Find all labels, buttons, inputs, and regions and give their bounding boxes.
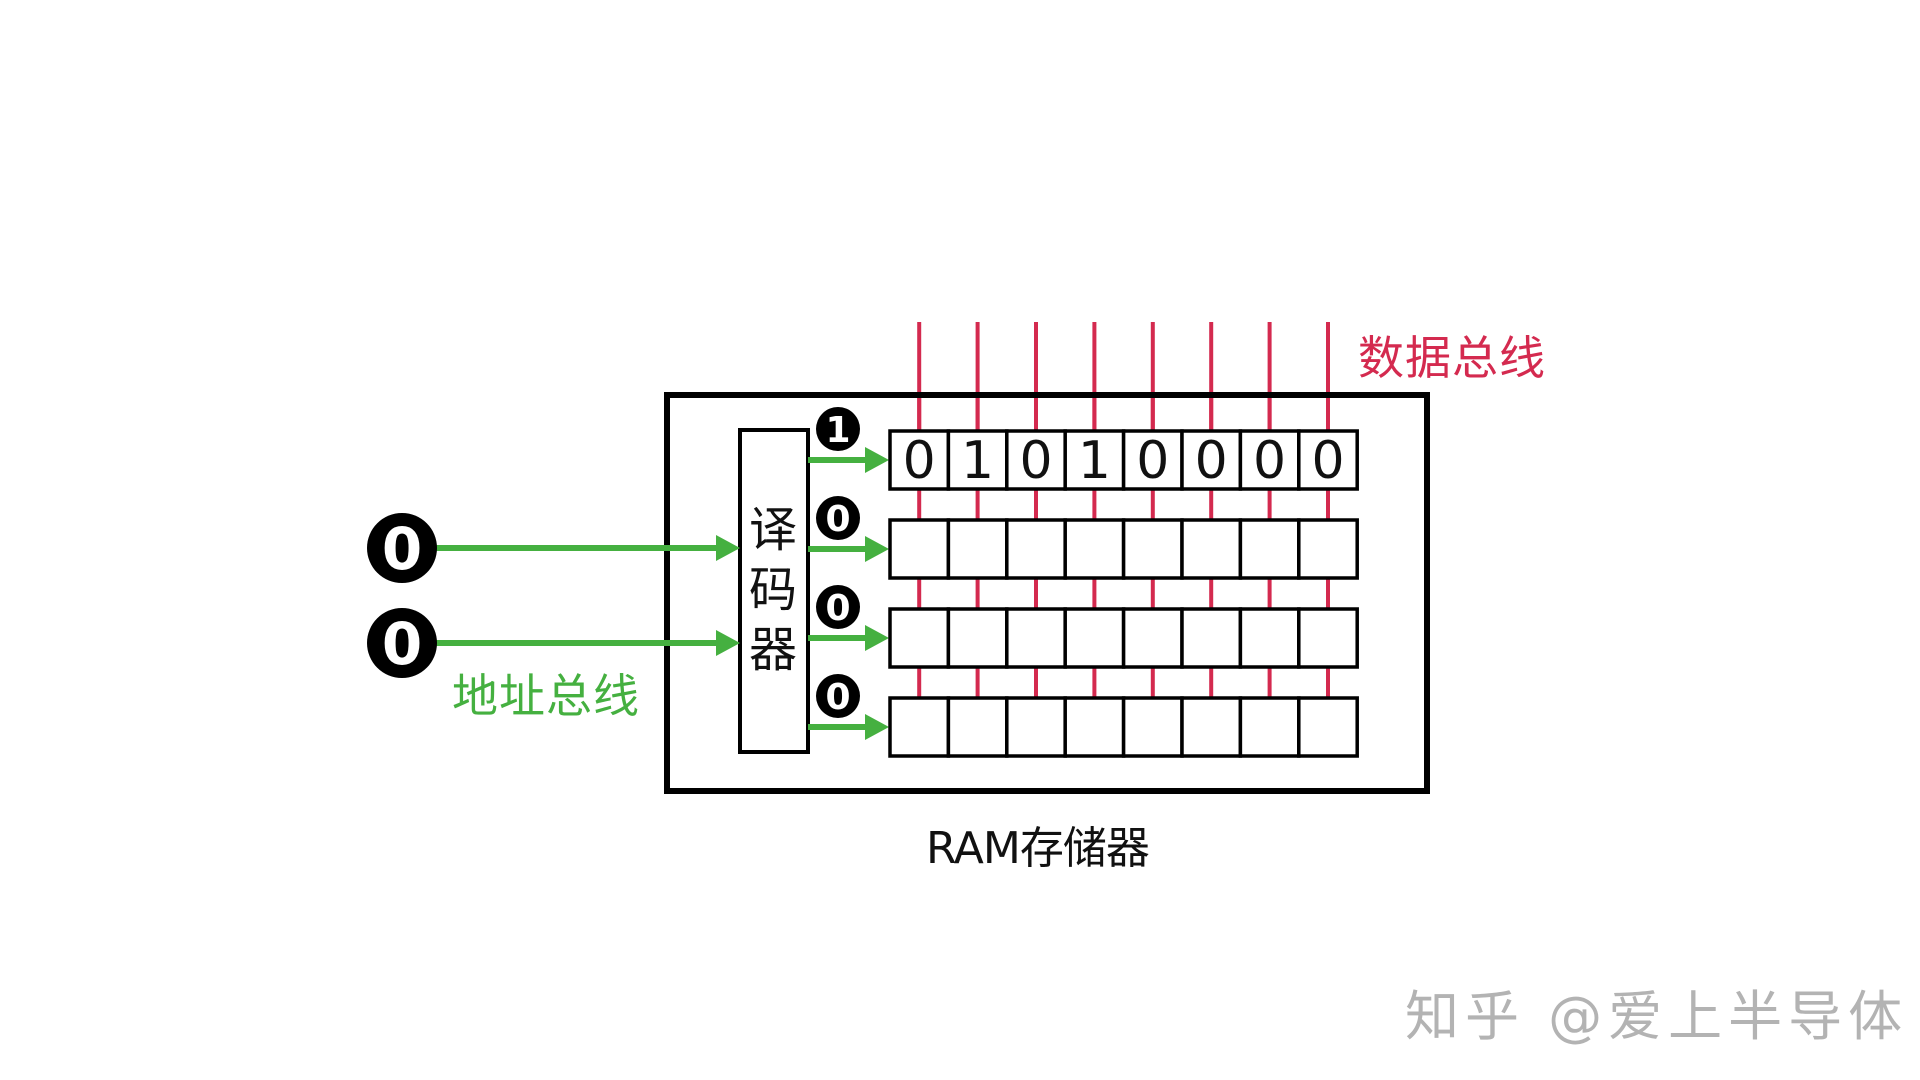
memory-cell: [1005, 696, 1067, 758]
address-bit-circle: [367, 513, 437, 583]
memory-cell: [1297, 696, 1359, 758]
memory-cell: [1005, 607, 1067, 669]
decoder-output-arrow-head: [865, 447, 889, 473]
memory-cell: [946, 429, 1009, 491]
memory-cell: [888, 607, 951, 669]
memory-cell: [1063, 607, 1126, 669]
decoder-outputs: 1 0 0 0: [808, 407, 889, 740]
memory-cell: [1063, 518, 1126, 580]
memory-cell: [1180, 696, 1243, 758]
decoder-char: 码: [748, 562, 797, 618]
memory-cell: [946, 607, 1009, 669]
decoder-char: 器: [748, 622, 797, 678]
memory-row: [888, 607, 1359, 669]
memory-cell: [946, 518, 1009, 580]
memory-cell: [1121, 696, 1184, 758]
memory-cell: [1121, 607, 1184, 669]
memory-cell: [1180, 607, 1243, 669]
memory-cell-value: 0: [1195, 431, 1228, 491]
decoder-output-bit-circle: [816, 585, 860, 629]
decoder-label: 译 码 器: [738, 500, 808, 680]
memory-cell: [1063, 429, 1126, 491]
address-bit-value: 0: [382, 515, 422, 583]
memory-cell: [1238, 696, 1301, 758]
decoder-box: [738, 428, 810, 754]
memory-cell: [1238, 518, 1301, 580]
decoder-output-bit-circle: [816, 407, 860, 451]
decoder-output-arrow-head: [865, 536, 889, 562]
address-line-arrow-head: [716, 630, 740, 656]
memory-row: [888, 696, 1359, 758]
memory-cell: [1297, 607, 1359, 669]
memory-cell-value: 1: [1078, 431, 1111, 491]
memory-cell: [1180, 518, 1243, 580]
memory-cell: [1238, 429, 1301, 491]
data-bus-lines-inside: [917, 398, 1330, 431]
memory-cell-value: 0: [1253, 431, 1286, 491]
memory-cell: [1121, 429, 1184, 491]
address-bit-value: 0: [382, 610, 422, 678]
memory-cell: [888, 518, 951, 580]
memory-cell-value: 0: [1311, 431, 1344, 491]
memory-cell: [1005, 429, 1067, 491]
decoder-char: 译: [748, 502, 797, 558]
memory-cell-value: 0: [1136, 431, 1169, 491]
decoder-output-bit-value: 0: [825, 588, 850, 629]
decoder-output-bit-value: 0: [825, 499, 850, 540]
memory-cell: [1121, 518, 1184, 580]
address-bus-label: 地址总线: [452, 669, 640, 723]
memory-cell: [1238, 607, 1301, 669]
decoder-output-bit-value: 0: [825, 677, 850, 718]
memory-cell: [1297, 518, 1359, 580]
address-bit-circle: [367, 608, 437, 678]
data-bus-label: 数据总线: [1358, 331, 1546, 385]
decoder-output-bit-circle: [816, 496, 860, 540]
watermark: 知乎 @爱上半导体: [1405, 985, 1909, 1048]
decoder-output-bit-circle: [816, 674, 860, 718]
memory-cell: [888, 696, 951, 758]
decoder-output-bit-value: 1: [825, 410, 850, 451]
memory-cell: [946, 696, 1009, 758]
memory-cell-value: 0: [1019, 431, 1052, 491]
memory-cell-value: 1: [961, 431, 994, 491]
memory-cell: [1180, 429, 1243, 491]
memory-cell: [1063, 696, 1126, 758]
memory-cell: [1005, 518, 1067, 580]
decoder-output-arrow-head: [865, 714, 889, 740]
ram-label: RAM存储器: [926, 823, 1150, 874]
memory-cell-value: 0: [903, 431, 936, 491]
memory-row: [888, 518, 1359, 580]
decoder-output-arrow-head: [865, 625, 889, 651]
address-bus: 00: [367, 513, 740, 678]
address-line-arrow-head: [716, 535, 740, 561]
ram-outer-box: [664, 392, 1430, 794]
memory-cell: [1297, 429, 1359, 491]
